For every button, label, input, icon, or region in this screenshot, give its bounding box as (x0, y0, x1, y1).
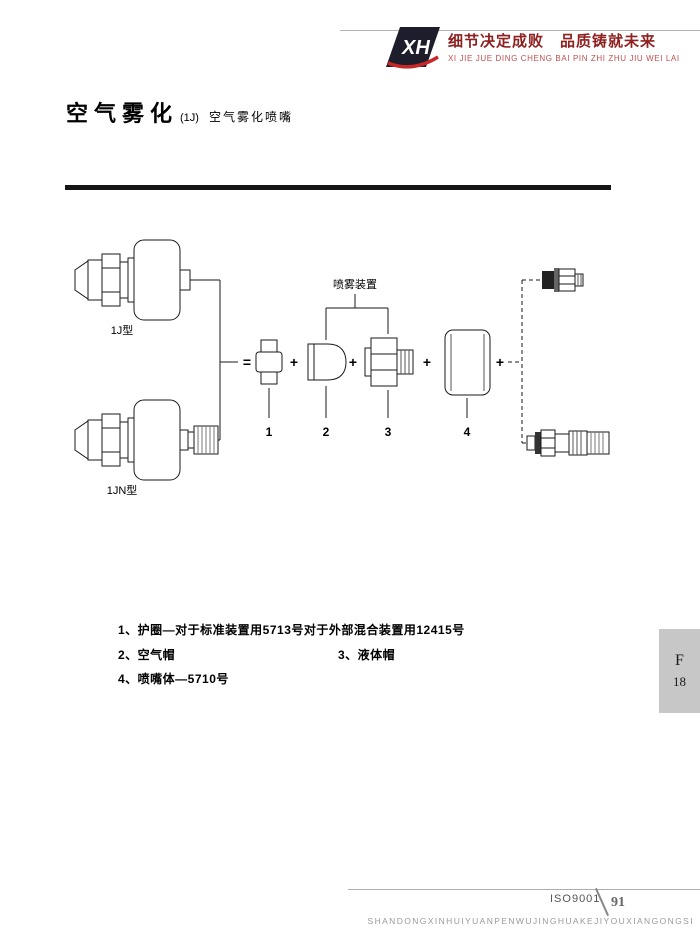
label-1j: 1J型 (111, 323, 134, 337)
part-number-2: 2 (323, 425, 330, 439)
exploded-view-diagram: 1J型 1JN型 = (74, 239, 610, 497)
plus-sign-1: + (290, 354, 298, 370)
note-part-3: 3、液体帽 (338, 648, 396, 662)
page-title-model: (1J) (180, 112, 199, 124)
logo-emblem-shape (386, 27, 440, 67)
part-number-4: 4 (464, 425, 471, 439)
fitting-bottom-right (526, 429, 610, 457)
header-rule (340, 30, 700, 31)
plus-sign-3: + (423, 354, 431, 370)
page-title-row: 空气雾化 (1J) 空气雾化喷嘴 (66, 96, 293, 128)
company-logo: XH (386, 27, 440, 69)
note-part-2: 2、空气帽 (118, 648, 176, 662)
spray-device-bracket (325, 294, 389, 340)
page-title-subtitle: 空气雾化喷嘴 (208, 110, 293, 124)
note-part-1: 1、护圈—对于标准装置用5713号对于外部混合装置用12415号 (118, 623, 465, 637)
part-1-retaining-ring (255, 339, 283, 418)
part-2-air-cap (307, 343, 347, 418)
page-title: 空气雾化 (66, 101, 179, 126)
tab-section-number: 18 (673, 674, 686, 689)
assembly-1jn (74, 399, 219, 481)
part-4-nozzle-body (444, 329, 491, 418)
label-1jn: 1JN型 (107, 483, 138, 497)
page-number: 91 (611, 895, 625, 910)
section-index-tab: F 18 (659, 629, 700, 713)
equals-sign: = (243, 354, 251, 370)
connector-lines (190, 279, 238, 441)
part-number-3: 3 (385, 425, 392, 439)
logo-text: XH (401, 37, 430, 59)
dashed-connector-lines (508, 279, 542, 444)
iso-certification-text: ISO9001 (550, 893, 601, 905)
part-number-1: 1 (266, 425, 273, 439)
company-name-pinyin: SHANDONGXINHUIYUANPENWUJINGHUAKEJIYOUXIA… (367, 916, 694, 926)
fitting-top-right (542, 268, 584, 292)
logo-swoosh (387, 55, 439, 69)
spray-device-label: 喷雾装置 (333, 278, 377, 291)
plus-sign-2: + (349, 354, 357, 370)
section-divider-bar (65, 185, 611, 190)
note-part-4: 4、喷嘴体—5710号 (118, 672, 229, 686)
footer-rule (348, 889, 700, 890)
header-slogan: 细节决定成败 品质铸就未来 (448, 33, 657, 50)
assembly-1j (74, 239, 191, 321)
plus-sign-4: + (496, 354, 504, 370)
header-slogan-pinyin: XI JIE JUE DING CHENG BAI PIN ZHI ZHU JI… (448, 54, 680, 63)
part-3-liquid-cap (364, 337, 414, 418)
tab-section-letter: F (675, 652, 684, 669)
